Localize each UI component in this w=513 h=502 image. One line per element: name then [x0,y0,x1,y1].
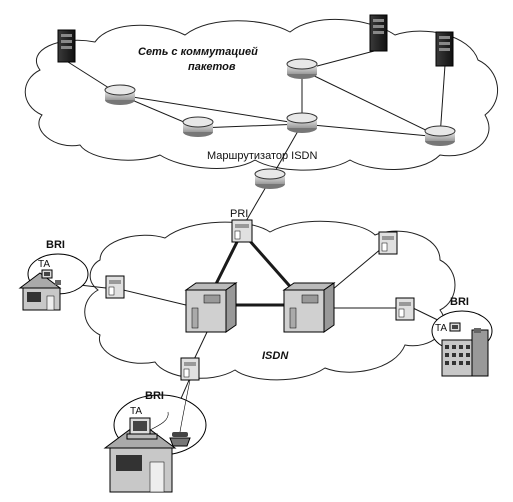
ta-right-label: TA [435,323,448,334]
isdn-exchange-left [184,282,238,333]
bri-left-label: BRI [46,239,65,251]
telephone-icon [169,379,191,447]
house-bottom-icon [103,421,177,493]
pri-switch-icon [231,219,253,243]
router-3 [286,58,318,79]
packet-network-label-line2: пакетов [188,61,236,73]
isdn-exchange-right [282,282,336,333]
router-4 [286,112,318,133]
office-building-icon [441,329,489,377]
switch-bottom-icon [180,357,200,381]
server-2 [369,14,388,52]
ta-left-icon [41,269,61,285]
ta-bottom-label: TA [130,406,143,417]
switch-top-right-icon [378,231,398,255]
server-1 [57,29,76,63]
ta-left-label: TA [38,259,51,270]
router-2 [182,116,214,137]
router-1 [104,84,136,105]
packet-network-label-line1: Сеть с коммутацией [138,46,258,58]
router-5 [424,125,456,146]
isdn-label: ISDN [262,350,289,362]
isdn-router [254,168,286,189]
house-left-icon [18,272,62,311]
bri-right-label: BRI [450,296,469,308]
server-3 [435,31,454,67]
bri-bottom-label: BRI [145,390,164,402]
isdn-router-label: Маршрутизатор ISDN [207,150,318,162]
packet-network-cloud [24,18,499,171]
isdn-cloud [84,220,456,381]
switch-left-icon [105,275,125,299]
pri-label: PRI [230,208,249,220]
switch-right-icon [395,297,415,321]
ta-computer-icon [126,411,169,440]
ta-right-icon [449,322,481,333]
